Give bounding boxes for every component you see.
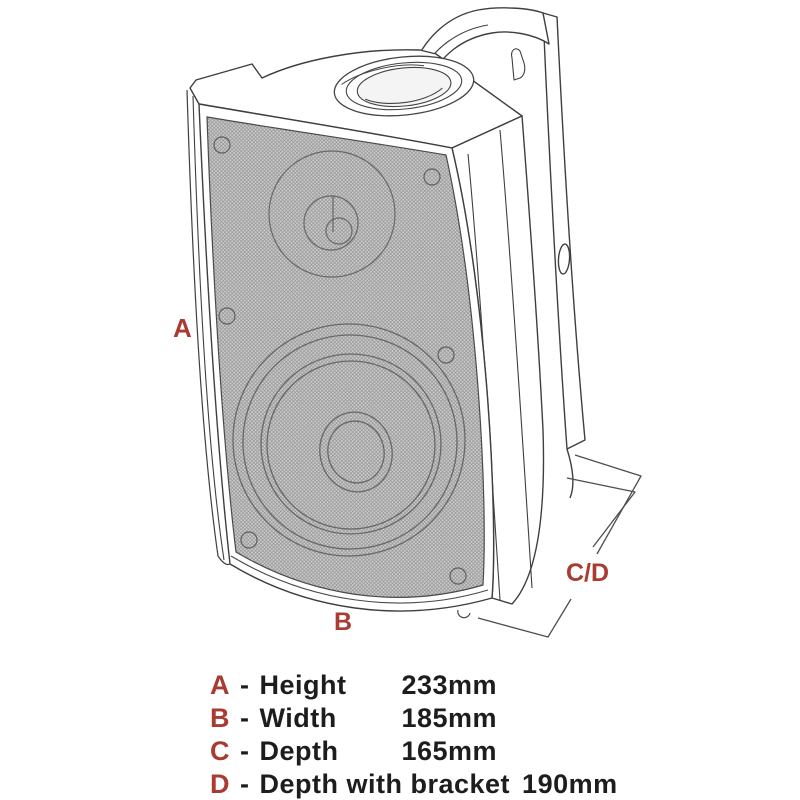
woofer <box>232 323 466 557</box>
legend-value: 190mm <box>522 769 618 799</box>
legend-key: A <box>210 670 230 700</box>
legend-value: 165mm <box>401 736 498 766</box>
legend-separator: - <box>240 736 250 766</box>
legend-value: 233mm <box>401 670 498 700</box>
grille-screw-holes <box>213 136 467 585</box>
legend-row-depth: C - Depth 165mm <box>210 736 618 769</box>
dim-label-width: B <box>334 608 352 636</box>
legend-key: D <box>210 769 230 799</box>
legend-key: B <box>210 703 230 733</box>
legend-key: C <box>210 736 230 766</box>
legend-label: Width <box>259 703 337 733</box>
bracket-slot <box>557 243 571 275</box>
legend-label: Depth <box>259 736 339 766</box>
legend-label: Height <box>259 670 347 700</box>
tweeter <box>268 150 396 278</box>
legend-label: Depth with bracket <box>259 769 511 799</box>
legend-row-depth-with-bracket: D - Depth with bracket 190mm <box>210 769 618 800</box>
dim-label-depth: C/D <box>566 559 609 587</box>
dim-label-height: A <box>173 313 192 343</box>
wall-bracket-plate <box>542 12 586 499</box>
legend-row-width: B - Width 185mm <box>210 703 618 736</box>
dimension-legend: A - Height 233mm B - Width 185mm C - Dep… <box>210 670 618 800</box>
legend-separator: - <box>240 670 250 700</box>
rubber-foot <box>457 609 471 619</box>
top-mount-cup <box>333 55 475 117</box>
legend-separator: - <box>240 703 250 733</box>
bracket-safety-tab <box>511 48 526 81</box>
legend-value: 185mm <box>401 703 498 733</box>
legend-row-height: A - Height 233mm <box>210 670 618 703</box>
speaker-grille-mesh <box>206 116 489 604</box>
depth-dimension-lines <box>477 454 642 638</box>
legend-separator: - <box>240 769 250 799</box>
